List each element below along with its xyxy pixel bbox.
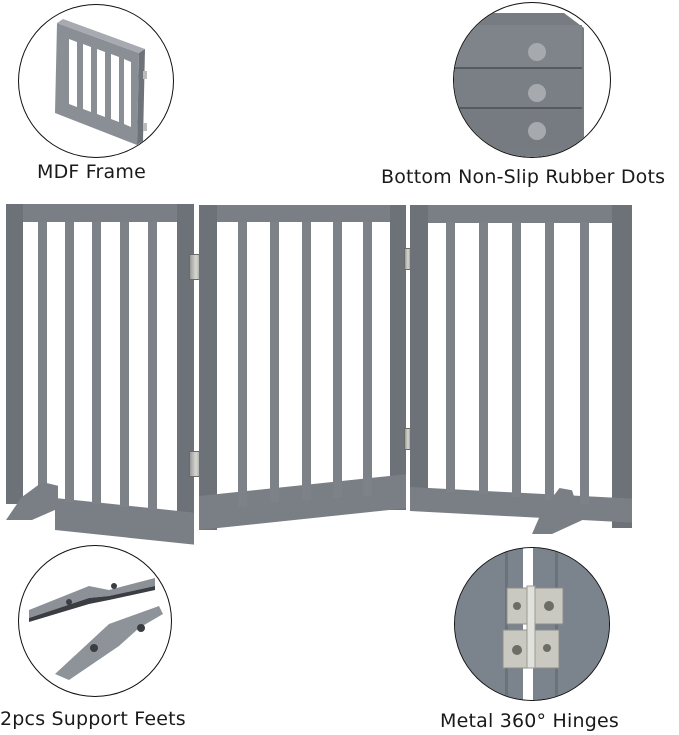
- support-feet-icon: [18, 545, 172, 697]
- feature-caption: Metal 360° Hinges: [440, 710, 619, 732]
- feature-caption: MDF Frame: [37, 161, 146, 183]
- feature-caption: 2pcs Support Feets: [0, 708, 186, 730]
- feature-caption: Bottom Non-Slip Rubber Dots: [381, 166, 666, 188]
- pet-gate-image: [6, 204, 632, 545]
- gate-panel-icon: [18, 4, 174, 158]
- rubber-dots-icon: [453, 2, 611, 158]
- hinge-icon: [454, 547, 610, 701]
